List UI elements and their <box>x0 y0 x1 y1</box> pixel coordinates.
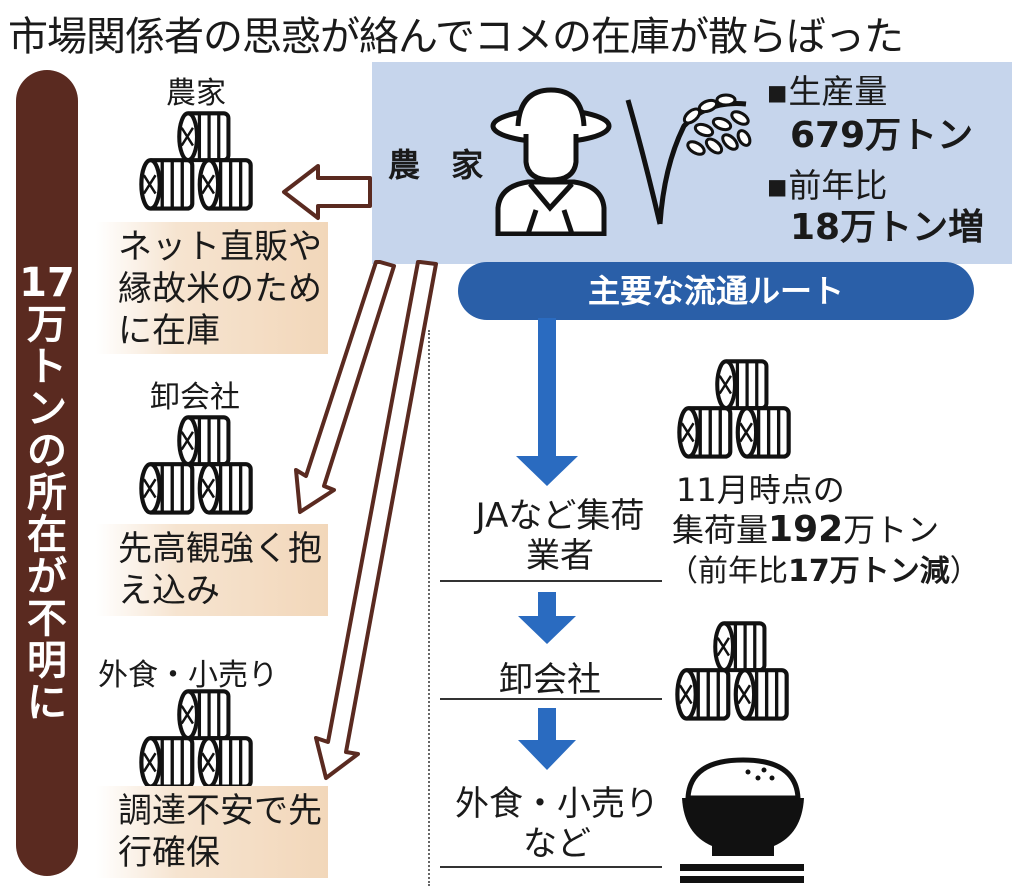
page-title: 市場関係者の思惑が絡んでコメの在庫が散らばった <box>8 14 904 60</box>
yoy-value: 18万トン増 <box>790 207 985 248</box>
farmer-icon <box>490 87 612 236</box>
rice-bales-icon <box>670 618 816 726</box>
route-title: 主要な流通ルート <box>458 262 974 320</box>
chopsticks-icon <box>680 864 804 883</box>
sidebar-banner <box>16 70 78 876</box>
stage-wholesaler: 卸会社 <box>499 660 601 700</box>
left-reason-wholesaler: 先高観強く抱え込み <box>96 524 328 616</box>
stage-retail: 外食・小売りなど <box>455 784 659 864</box>
farmer-box <box>372 62 1012 264</box>
left-label-wholesaler: 卸会社 <box>150 380 240 415</box>
left-reason-farmer: ネット直販や縁故米のために在庫 <box>96 222 328 354</box>
divider-line <box>428 330 430 886</box>
outline-arrow-farmer <box>282 164 372 220</box>
rice-plant-icon <box>625 93 752 225</box>
stage-collectors-underline <box>440 580 662 582</box>
blue-route-arrows <box>516 318 578 770</box>
rice-bales-icon <box>672 356 818 464</box>
yoy-label: ▪前年比 <box>766 166 888 205</box>
stage-retail-underline <box>440 866 662 868</box>
left-label-retail: 外食・小売り <box>98 658 278 693</box>
production-value: 679万トン <box>790 115 974 156</box>
collection-note-line2: 集荷量192万トン <box>672 509 940 550</box>
rice-bowl-icon <box>680 757 804 883</box>
left-label-farmer: 農家 <box>166 76 226 111</box>
outline-arrow-retail <box>314 260 438 780</box>
farmer-label: 農 家 <box>388 146 494 184</box>
left-reason-retail: 調達不安で先行確保 <box>96 786 328 878</box>
collection-note-line3: （前年比17万トン減） <box>668 554 980 589</box>
production-label: ▪生産量 <box>766 72 888 111</box>
outline-arrow-wholesaler <box>294 260 396 514</box>
sidebar-text: 17万トンの所在が不明に <box>19 260 75 726</box>
stage-collectors: JAなど集荷業者 <box>475 496 645 576</box>
stage-wholesaler-underline <box>440 698 662 700</box>
collection-note-line1: 11月時点の <box>676 471 845 509</box>
